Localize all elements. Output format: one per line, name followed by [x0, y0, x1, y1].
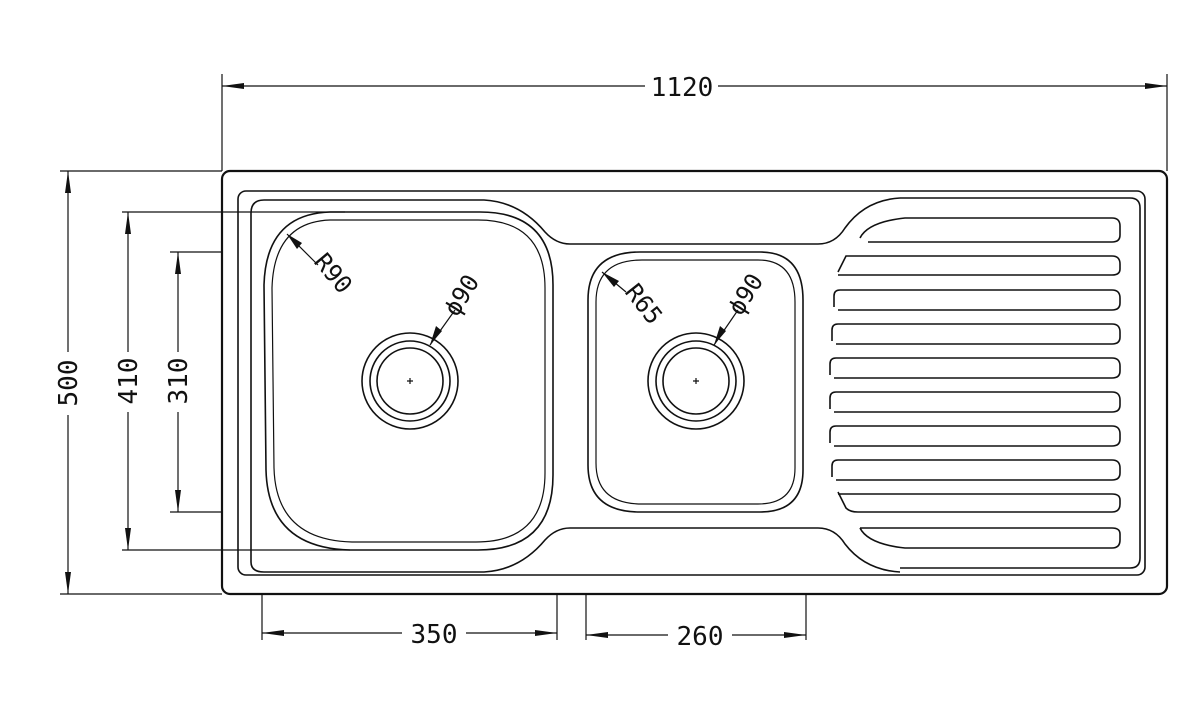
- dimension-overall-width: 1120: [221, 73, 1168, 171]
- sink-inner-rim: [237, 190, 1146, 576]
- large-bowl-basin-inner: [271, 219, 546, 543]
- drainboard-rib: [829, 357, 1121, 379]
- drainboard-rib: [831, 459, 1121, 481]
- annotation-large-drain-diameter: ϕ90: [429, 270, 485, 346]
- small-bowl-basin: [587, 251, 804, 513]
- dimension-small-bowl-width: 260: [585, 594, 807, 652]
- large-bowl-outer: [250, 197, 901, 573]
- dimension-overall-depth: 500: [54, 170, 222, 595]
- small-drain-outer: [647, 332, 745, 430]
- small-drain-inner: [662, 347, 730, 415]
- label-small-bowl-radius: R65: [619, 278, 668, 329]
- dimension-label-overall-width: 1120: [651, 73, 714, 103]
- label-large-bowl-radius: R90: [308, 248, 357, 299]
- drainboard-rib: [837, 255, 1121, 276]
- dimension-bowl-depth: 410: [114, 211, 350, 551]
- dimension-label-bowl-depth: 410: [114, 358, 144, 405]
- drainboard-rib: [837, 491, 1121, 513]
- drainboard-rib: [859, 527, 1121, 549]
- large-drain-center-mark: [407, 378, 413, 384]
- small-bowl-basin-inner: [595, 259, 796, 505]
- large-drain-ring: [369, 340, 451, 422]
- annotation-small-bowl-radius: R65: [601, 271, 668, 330]
- dimension-label-small-bowl-width: 260: [677, 622, 724, 652]
- annotation-large-bowl-radius: R90: [286, 233, 358, 299]
- drainboard-rib: [829, 391, 1121, 413]
- dimension-label-large-bowl-width: 350: [411, 620, 458, 650]
- annotation-small-drain-diameter: ϕ90: [713, 269, 769, 346]
- large-bowl-basin: [263, 211, 554, 551]
- drainboard-outline: [900, 197, 1141, 569]
- small-drain-ring: [655, 340, 737, 422]
- drainboard-rib: [829, 425, 1121, 447]
- sink-body: [220, 169, 1169, 596]
- dimension-small-bowl-depth: 310: [164, 251, 222, 513]
- drainboard-ribs: [829, 217, 1121, 549]
- dimension-label-small-bowl-depth: 310: [164, 358, 194, 405]
- drainboard-rib: [831, 323, 1121, 345]
- label-large-drain-diameter: ϕ90: [438, 270, 485, 322]
- sink-outer-edge: [220, 169, 1169, 596]
- drainboard-rib: [833, 289, 1121, 311]
- small-drain-center-mark: [693, 378, 699, 384]
- small-bowl: [587, 251, 804, 513]
- dimension-label-overall-depth: 500: [54, 360, 84, 407]
- drainboard-rib: [859, 217, 1121, 243]
- dimension-large-bowl-width: 350: [261, 594, 558, 650]
- large-drain-inner: [376, 347, 444, 415]
- large-drain-outer: [361, 332, 459, 430]
- large-bowl: [250, 197, 901, 573]
- label-small-drain-diameter: ϕ90: [722, 269, 769, 321]
